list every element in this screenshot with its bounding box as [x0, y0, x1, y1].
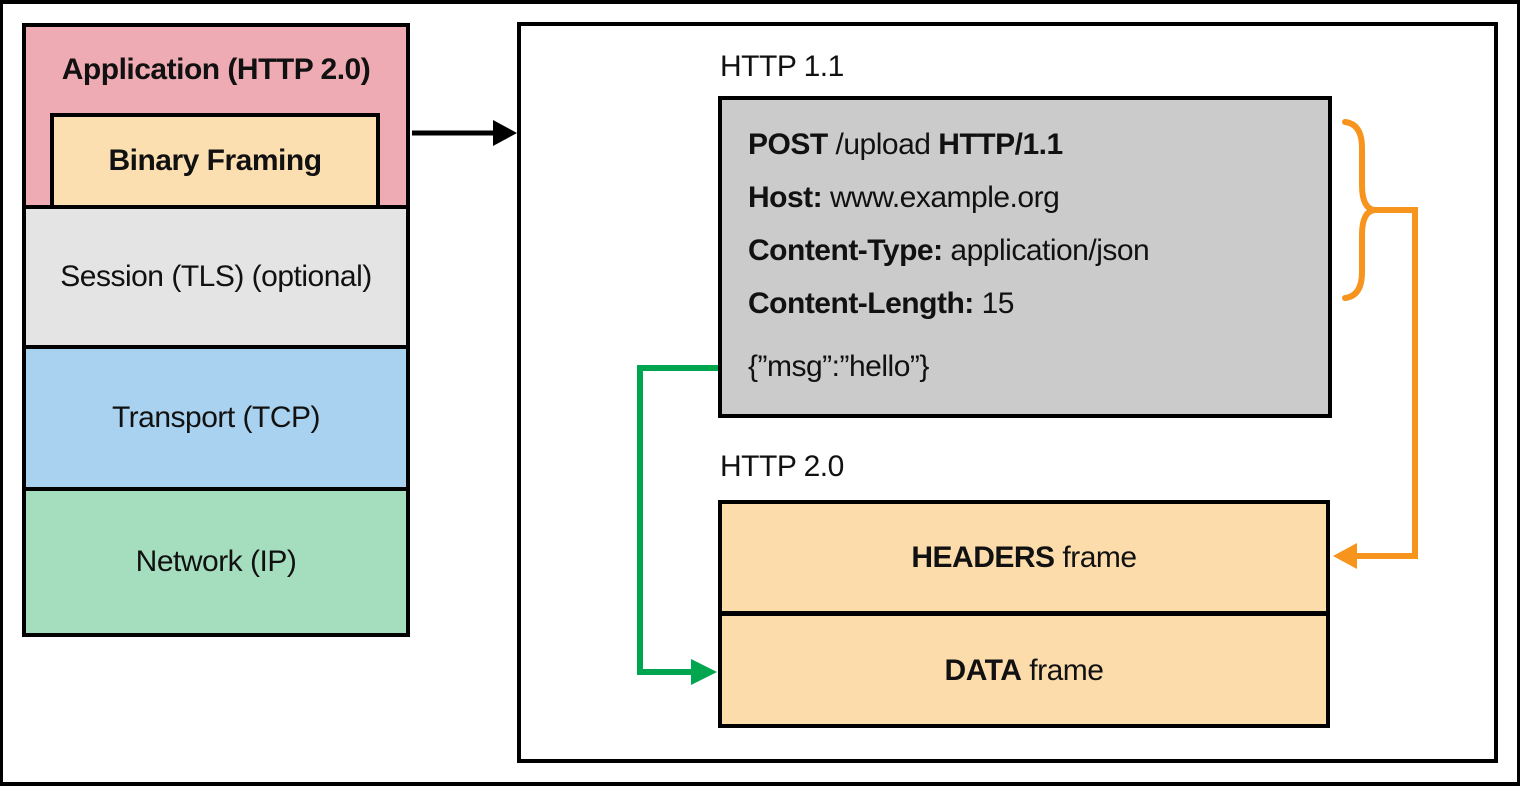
request-line-start: POST /upload HTTP/1.1 — [748, 118, 1328, 171]
request-path: /upload — [827, 128, 939, 161]
layer-network-label: Network (IP) — [135, 545, 297, 578]
layer-session: Session (TLS) (optional) — [22, 205, 410, 349]
header-content-type-value: application/json — [942, 234, 1150, 267]
diagram-canvas: Application (HTTP 2.0) Session (TLS) (op… — [3, 4, 1517, 782]
layer-application-label: Application (HTTP 2.0) — [61, 53, 371, 86]
header-host-value: www.example.org — [822, 181, 1060, 214]
layer-transport-label: Transport (TCP) — [111, 401, 321, 434]
data-frame-row: DATA frame — [722, 616, 1326, 726]
layer-network: Network (IP) — [22, 487, 410, 637]
request-body: {”msg”:”hello”} — [748, 350, 929, 383]
layer-binary-framing-label: Binary Framing — [108, 144, 322, 177]
headers-frame-row: HEADERS frame — [722, 504, 1326, 616]
request-line-content-length: Content-Length: 15 — [748, 277, 1328, 330]
layer-session-label: Session (TLS) (optional) — [60, 260, 372, 293]
headers-frame-word: frame — [1054, 540, 1137, 574]
data-frame-keyword: DATA — [944, 654, 1022, 687]
headers-frame-keyword: HEADERS — [911, 540, 1055, 574]
header-content-length-name: Content-Length: — [748, 287, 974, 320]
http11-request-box: POST /upload HTTP/1.1 Host: www.example.… — [718, 96, 1332, 418]
request-line-host: Host: www.example.org — [748, 171, 1328, 224]
request-line-content-type: Content-Type: application/json — [748, 224, 1328, 277]
binary-framing-arrow-icon — [412, 120, 517, 146]
header-content-length-value: 15 — [973, 287, 1015, 320]
http11-label: HTTP 1.1 — [720, 50, 844, 83]
header-content-type-name: Content-Type: — [748, 234, 943, 267]
layer-transport: Transport (TCP) — [22, 345, 410, 491]
data-frame-word: frame — [1021, 654, 1104, 687]
header-host-name: Host: — [748, 181, 823, 214]
layer-binary-framing: Binary Framing — [50, 113, 380, 209]
request-version: HTTP/1.1 — [938, 128, 1063, 161]
http20-frames-box: HEADERS frame DATA frame — [718, 500, 1330, 728]
http20-label: HTTP 2.0 — [720, 450, 844, 483]
request-method: POST — [748, 128, 828, 161]
detail-panel: HTTP 1.1 POST /upload HTTP/1.1 Host: www… — [517, 22, 1498, 763]
